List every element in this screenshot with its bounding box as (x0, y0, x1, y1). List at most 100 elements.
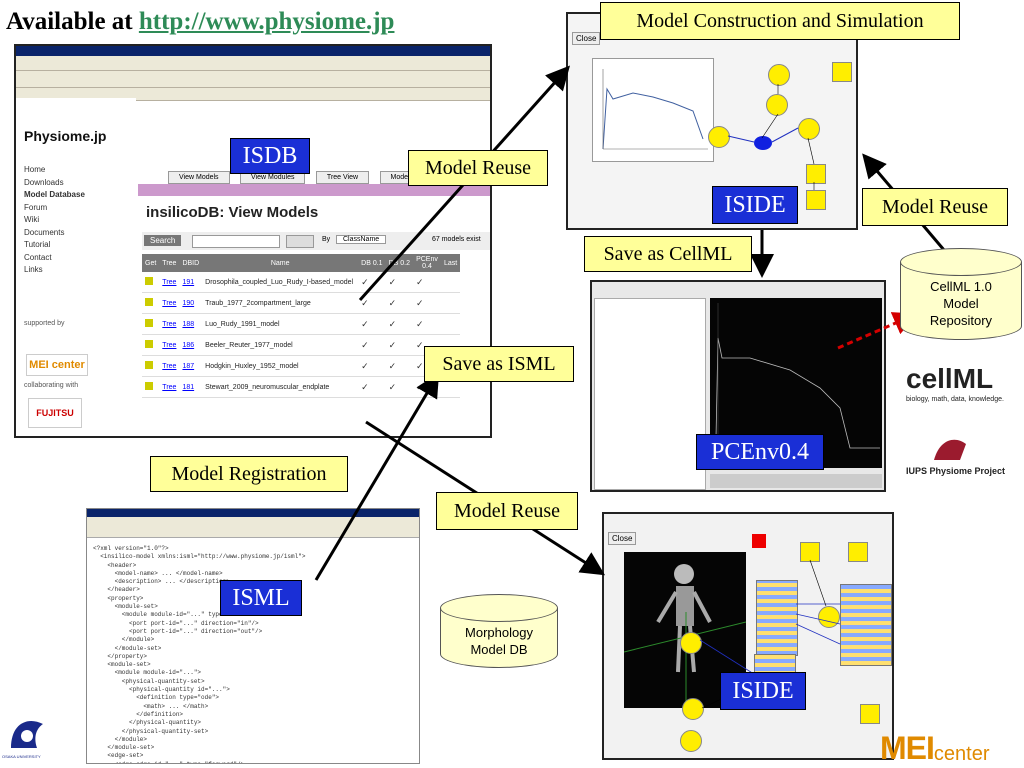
tree-link[interactable]: Tree (159, 313, 180, 335)
tree-link[interactable]: Tree (159, 376, 180, 398)
model-node[interactable] (860, 704, 880, 724)
col-header[interactable]: Tree (159, 254, 180, 272)
check-icon: ✓ (385, 334, 413, 356)
header-link[interactable]: http://www.physiome.jp (138, 8, 395, 35)
arrow-isml-to-isdb (314, 372, 440, 581)
col-header[interactable]: DB 0.2 (385, 254, 413, 272)
check-icon: ✓ (385, 376, 413, 398)
site-nav: Home Downloads Model Database Forum Wiki… (16, 164, 136, 277)
active-node[interactable] (754, 136, 772, 150)
module-cluster (840, 584, 892, 666)
dbid-link[interactable]: 187 (179, 355, 203, 377)
tree-link[interactable]: Tree (159, 292, 180, 314)
cellml-logo: cellML biology, math, data, knowledge. (906, 362, 1018, 418)
check-icon: ✓ (385, 355, 413, 377)
nav-item-selected[interactable]: Model Database (24, 190, 85, 199)
get-icon[interactable] (142, 376, 160, 398)
nav-item[interactable]: Home (24, 165, 46, 174)
nav-item[interactable]: Links (24, 265, 43, 274)
model-node[interactable] (806, 164, 826, 184)
model-node[interactable] (848, 542, 868, 562)
arrow-pcenv-to-repo (837, 312, 918, 350)
model-reuse-label-3: Model Reuse (436, 492, 578, 530)
col-header[interactable]: Last (440, 254, 461, 272)
sponsor-fujitsu-logo: FUJITSU (28, 398, 82, 428)
model-node[interactable] (680, 730, 702, 752)
nav-item[interactable]: Tutorial (24, 240, 51, 249)
db-line: Model DB (470, 642, 528, 657)
dbid-link[interactable]: 188 (179, 313, 203, 335)
cellml-wordmark: cellML (906, 363, 994, 394)
cellml-repository-cylinder: CellML 1.0 Model Repository (900, 248, 1022, 340)
get-icon[interactable] (142, 355, 160, 377)
model-node[interactable] (708, 126, 730, 148)
mei-wordmark: MEI (880, 730, 935, 766)
check-icon: ✓ (385, 313, 413, 335)
search-row: Search By ClassName 67 models exist (142, 232, 490, 250)
model-name: Luo_Rudy_1991_model (202, 313, 359, 335)
search-submit-button[interactable] (286, 235, 314, 248)
check-icon: ✓ (358, 334, 386, 356)
check-icon: ✓ (358, 355, 386, 377)
site-sidebar: Physiome.jp Home Downloads Model Databas… (16, 98, 136, 436)
repo-line: Model (943, 296, 979, 311)
search-input[interactable] (192, 235, 280, 248)
tree-link[interactable]: Tree (159, 355, 180, 377)
model-node[interactable] (800, 542, 820, 562)
tree-link[interactable]: Tree (159, 334, 180, 356)
tab-tree-view[interactable]: Tree View (315, 171, 370, 184)
close-button[interactable]: Close (572, 32, 601, 45)
nav-item[interactable]: Wiki (24, 215, 40, 224)
header-prefix: Available at (6, 8, 139, 35)
dbid-link[interactable]: 191 (179, 272, 203, 293)
browser-toolbar (16, 71, 490, 88)
nav-item[interactable]: Downloads (24, 177, 64, 187)
site-logo[interactable]: Physiome.jp (24, 128, 107, 144)
table-row: Tree 188 Luo_Rudy_1991_model ✓ ✓ ✓ (142, 313, 461, 335)
check-icon: ✓ (385, 272, 413, 293)
browser-address-bar[interactable] (16, 88, 490, 101)
red-module-square[interactable] (752, 534, 766, 548)
tab-view-models[interactable]: View Models (168, 171, 230, 184)
model-node[interactable] (682, 698, 704, 720)
nav-item[interactable]: Contact (24, 252, 52, 262)
get-icon[interactable] (142, 334, 160, 356)
model-node[interactable] (680, 632, 702, 654)
model-reuse-label-2: Model Reuse (862, 188, 1008, 226)
header-band (138, 184, 490, 196)
col-header[interactable]: DB 0.1 (358, 254, 386, 272)
iups-figure-icon (934, 439, 966, 460)
model-name: Drosophila_coupled_Luo_Rudy_I-based_mode… (202, 272, 359, 293)
browser-menubar (16, 56, 490, 71)
get-icon[interactable] (142, 313, 160, 335)
dbid-link[interactable]: 181 (179, 376, 203, 398)
col-header[interactable]: PCEnv 0.4 (412, 254, 441, 272)
close-button[interactable]: Close (608, 532, 637, 545)
nav-item[interactable]: Forum (24, 202, 48, 212)
col-header[interactable]: Name (202, 254, 359, 272)
dbid-link[interactable]: 190 (179, 292, 203, 314)
check-icon: ✓ (358, 313, 386, 335)
search-button[interactable]: Search (144, 235, 182, 246)
browser-titlebar (16, 46, 490, 56)
node-connections (727, 84, 815, 190)
isdb-label: ISDB (230, 138, 310, 174)
check-icon: ✓ (412, 272, 441, 293)
search-field-select[interactable]: ClassName (336, 235, 387, 244)
get-icon[interactable] (142, 272, 160, 293)
model-node[interactable] (768, 64, 790, 86)
pcenv-statusbar (710, 474, 882, 488)
tree-link[interactable]: Tree (159, 272, 180, 293)
col-header[interactable]: DBID (179, 254, 203, 272)
model-node[interactable] (806, 190, 826, 210)
action-potential-curve (715, 303, 880, 458)
col-header[interactable]: Get (142, 254, 160, 272)
model-node[interactable] (798, 118, 820, 140)
model-name: Stewart_2009_neuromuscular_endplate (202, 376, 359, 398)
dbid-link[interactable]: 186 (179, 334, 203, 356)
nav-item[interactable]: Documents (24, 227, 65, 237)
model-node[interactable] (832, 62, 852, 82)
get-icon[interactable] (142, 292, 160, 314)
table-row: Tree 190 Traub_1977_2compartment_large ✓… (142, 292, 461, 314)
skeleton-figure (623, 564, 747, 708)
